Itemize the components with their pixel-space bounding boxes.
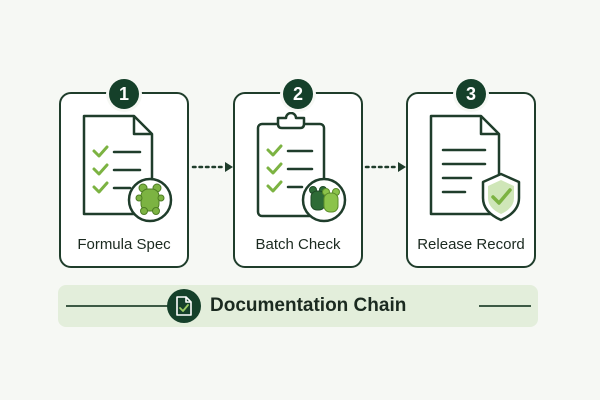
clipboard-with-gummies-icon bbox=[256, 112, 347, 223]
step-number-badge: 1 bbox=[109, 79, 139, 109]
step-card-batch-check: 2 Batch Check bbox=[233, 79, 363, 268]
step-card-formula-spec: 1 Formula Spec bbox=[59, 79, 189, 268]
step-card-release-record: 3 Release Record bbox=[406, 79, 536, 268]
document-with-shield-icon bbox=[429, 114, 521, 222]
banner-title: Documentation Chain bbox=[210, 295, 407, 316]
step-number-badge: 3 bbox=[456, 79, 486, 109]
step-label: Formula Spec bbox=[77, 236, 171, 253]
document-check-icon bbox=[167, 289, 201, 323]
documentation-chain-banner: Documentation Chain bbox=[58, 285, 538, 327]
document-with-gummy-icon bbox=[82, 114, 173, 223]
dotted-arrow-connector bbox=[191, 162, 233, 172]
banner-divider-left bbox=[66, 305, 184, 307]
step-number-badge: 2 bbox=[283, 79, 313, 109]
step-label: Release Record bbox=[417, 236, 525, 253]
dotted-arrow-connector bbox=[364, 162, 406, 172]
banner-divider-right bbox=[479, 305, 531, 307]
step-label: Batch Check bbox=[255, 236, 341, 253]
